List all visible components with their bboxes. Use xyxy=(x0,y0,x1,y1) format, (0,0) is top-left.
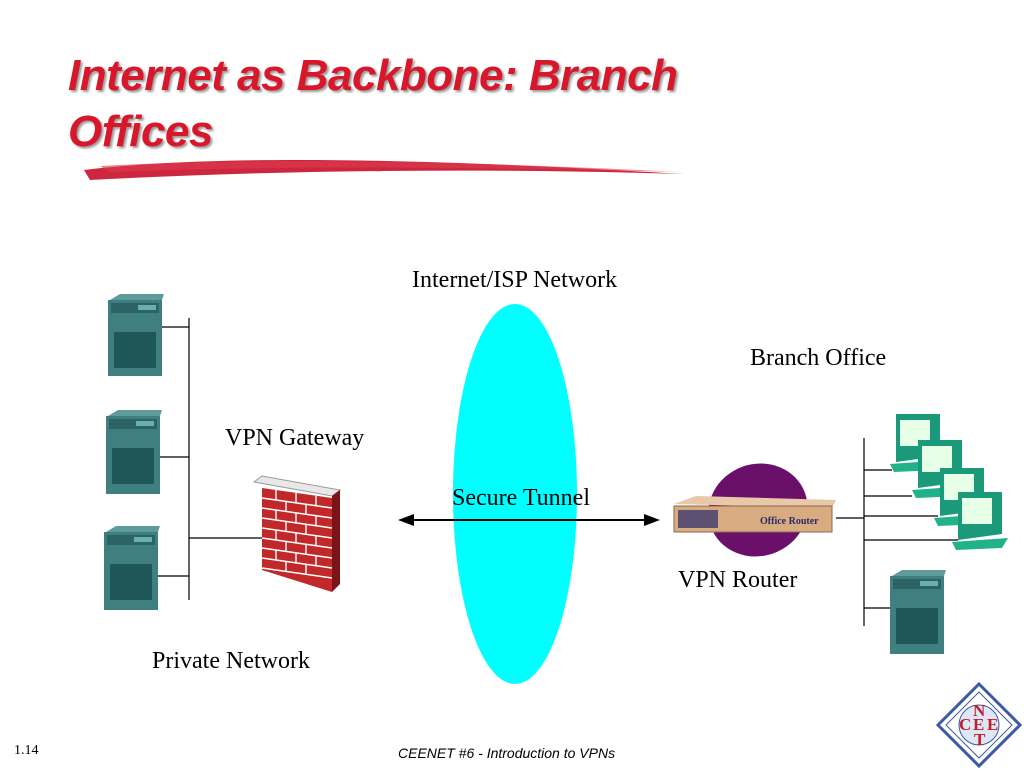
logo-diamond-icon xyxy=(935,681,1023,769)
branch-office-label: Branch Office xyxy=(750,345,887,371)
internet-cloud xyxy=(453,304,577,684)
slide-footer: CEENET #6 - Introduction to VPNs xyxy=(398,745,616,761)
server-icon xyxy=(104,526,160,610)
server-icon xyxy=(890,570,946,654)
secure-tunnel-arrow xyxy=(398,514,660,526)
slide-title-line-2: Offices xyxy=(68,107,213,156)
ceenet-logo: N C E E T xyxy=(935,681,1023,773)
slide-title: Internet as Backbone: Branch Offices xyxy=(68,48,888,160)
logo-letter-t: T xyxy=(974,730,986,749)
vpn-router-label: VPN Router xyxy=(678,567,798,593)
vpn-gateway-label: VPN Gateway xyxy=(225,425,365,451)
router-brand-text: Office Router xyxy=(760,516,819,527)
server-icon xyxy=(108,294,164,376)
internet-label: Internet/ISP Network xyxy=(412,267,618,293)
firewall-icon xyxy=(252,475,342,592)
workstation-icon xyxy=(952,492,1008,550)
logo-letter-n: N xyxy=(973,701,986,720)
branch-network-bus xyxy=(836,438,958,626)
logo-letter-c: C xyxy=(959,715,972,734)
secure-tunnel-label: Secure Tunnel xyxy=(452,485,590,511)
slide-title-line-1: Internet as Backbone: Branch xyxy=(68,51,678,100)
title-underline-brush xyxy=(84,159,684,180)
private-network-label: Private Network xyxy=(152,648,310,674)
private-network-bus xyxy=(157,318,262,600)
vpn-router-icon: Office Router xyxy=(673,463,836,557)
server-icon xyxy=(106,410,162,494)
logo-letter-e1: E xyxy=(973,715,985,734)
slide-number: 1.14 xyxy=(14,743,39,758)
logo-letter-e2: E xyxy=(987,715,999,734)
